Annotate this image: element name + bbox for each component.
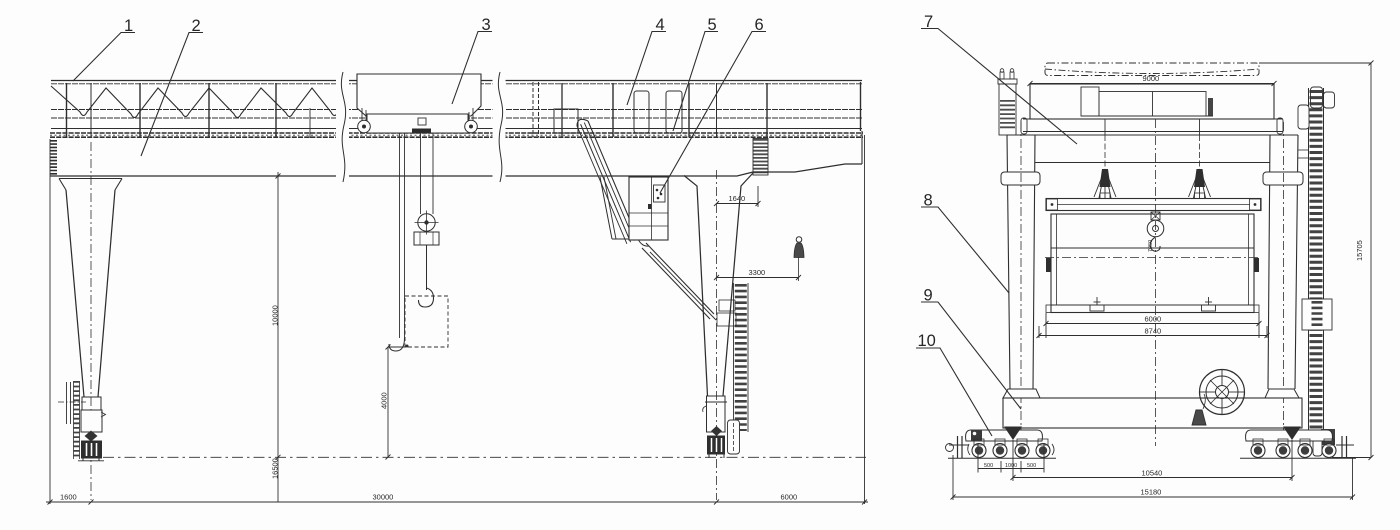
svg-text:4000: 4000: [380, 392, 389, 409]
svg-text:5: 5: [708, 16, 717, 34]
svg-text:8: 8: [924, 192, 933, 210]
svg-text:7050: 7050: [1148, 240, 1154, 252]
svg-text:6000: 6000: [781, 493, 798, 502]
svg-text:2: 2: [192, 17, 201, 35]
svg-text:10540: 10540: [1142, 469, 1163, 478]
svg-text:3300: 3300: [749, 268, 766, 277]
svg-text:1600: 1600: [60, 493, 77, 502]
svg-text:15705: 15705: [1355, 240, 1364, 261]
svg-text:9000: 9000: [1143, 74, 1160, 83]
svg-text:16500: 16500: [271, 458, 280, 479]
svg-text:6: 6: [755, 16, 764, 34]
svg-text:500: 500: [1027, 463, 1036, 469]
svg-text:7: 7: [924, 13, 933, 31]
svg-text:6000: 6000: [1145, 315, 1162, 324]
svg-text:10: 10: [918, 332, 936, 350]
svg-text:500: 500: [984, 463, 993, 469]
svg-text:1000: 1000: [1005, 463, 1017, 469]
svg-text:30000: 30000: [373, 493, 394, 502]
svg-text:3: 3: [482, 16, 491, 34]
svg-text:10000: 10000: [271, 305, 280, 326]
svg-text:1: 1: [124, 17, 133, 35]
svg-text:1640: 1640: [729, 194, 746, 203]
svg-text:8740: 8740: [1145, 327, 1162, 336]
svg-text:15180: 15180: [1141, 488, 1162, 497]
svg-text:4: 4: [656, 16, 665, 34]
svg-text:9: 9: [924, 287, 933, 305]
